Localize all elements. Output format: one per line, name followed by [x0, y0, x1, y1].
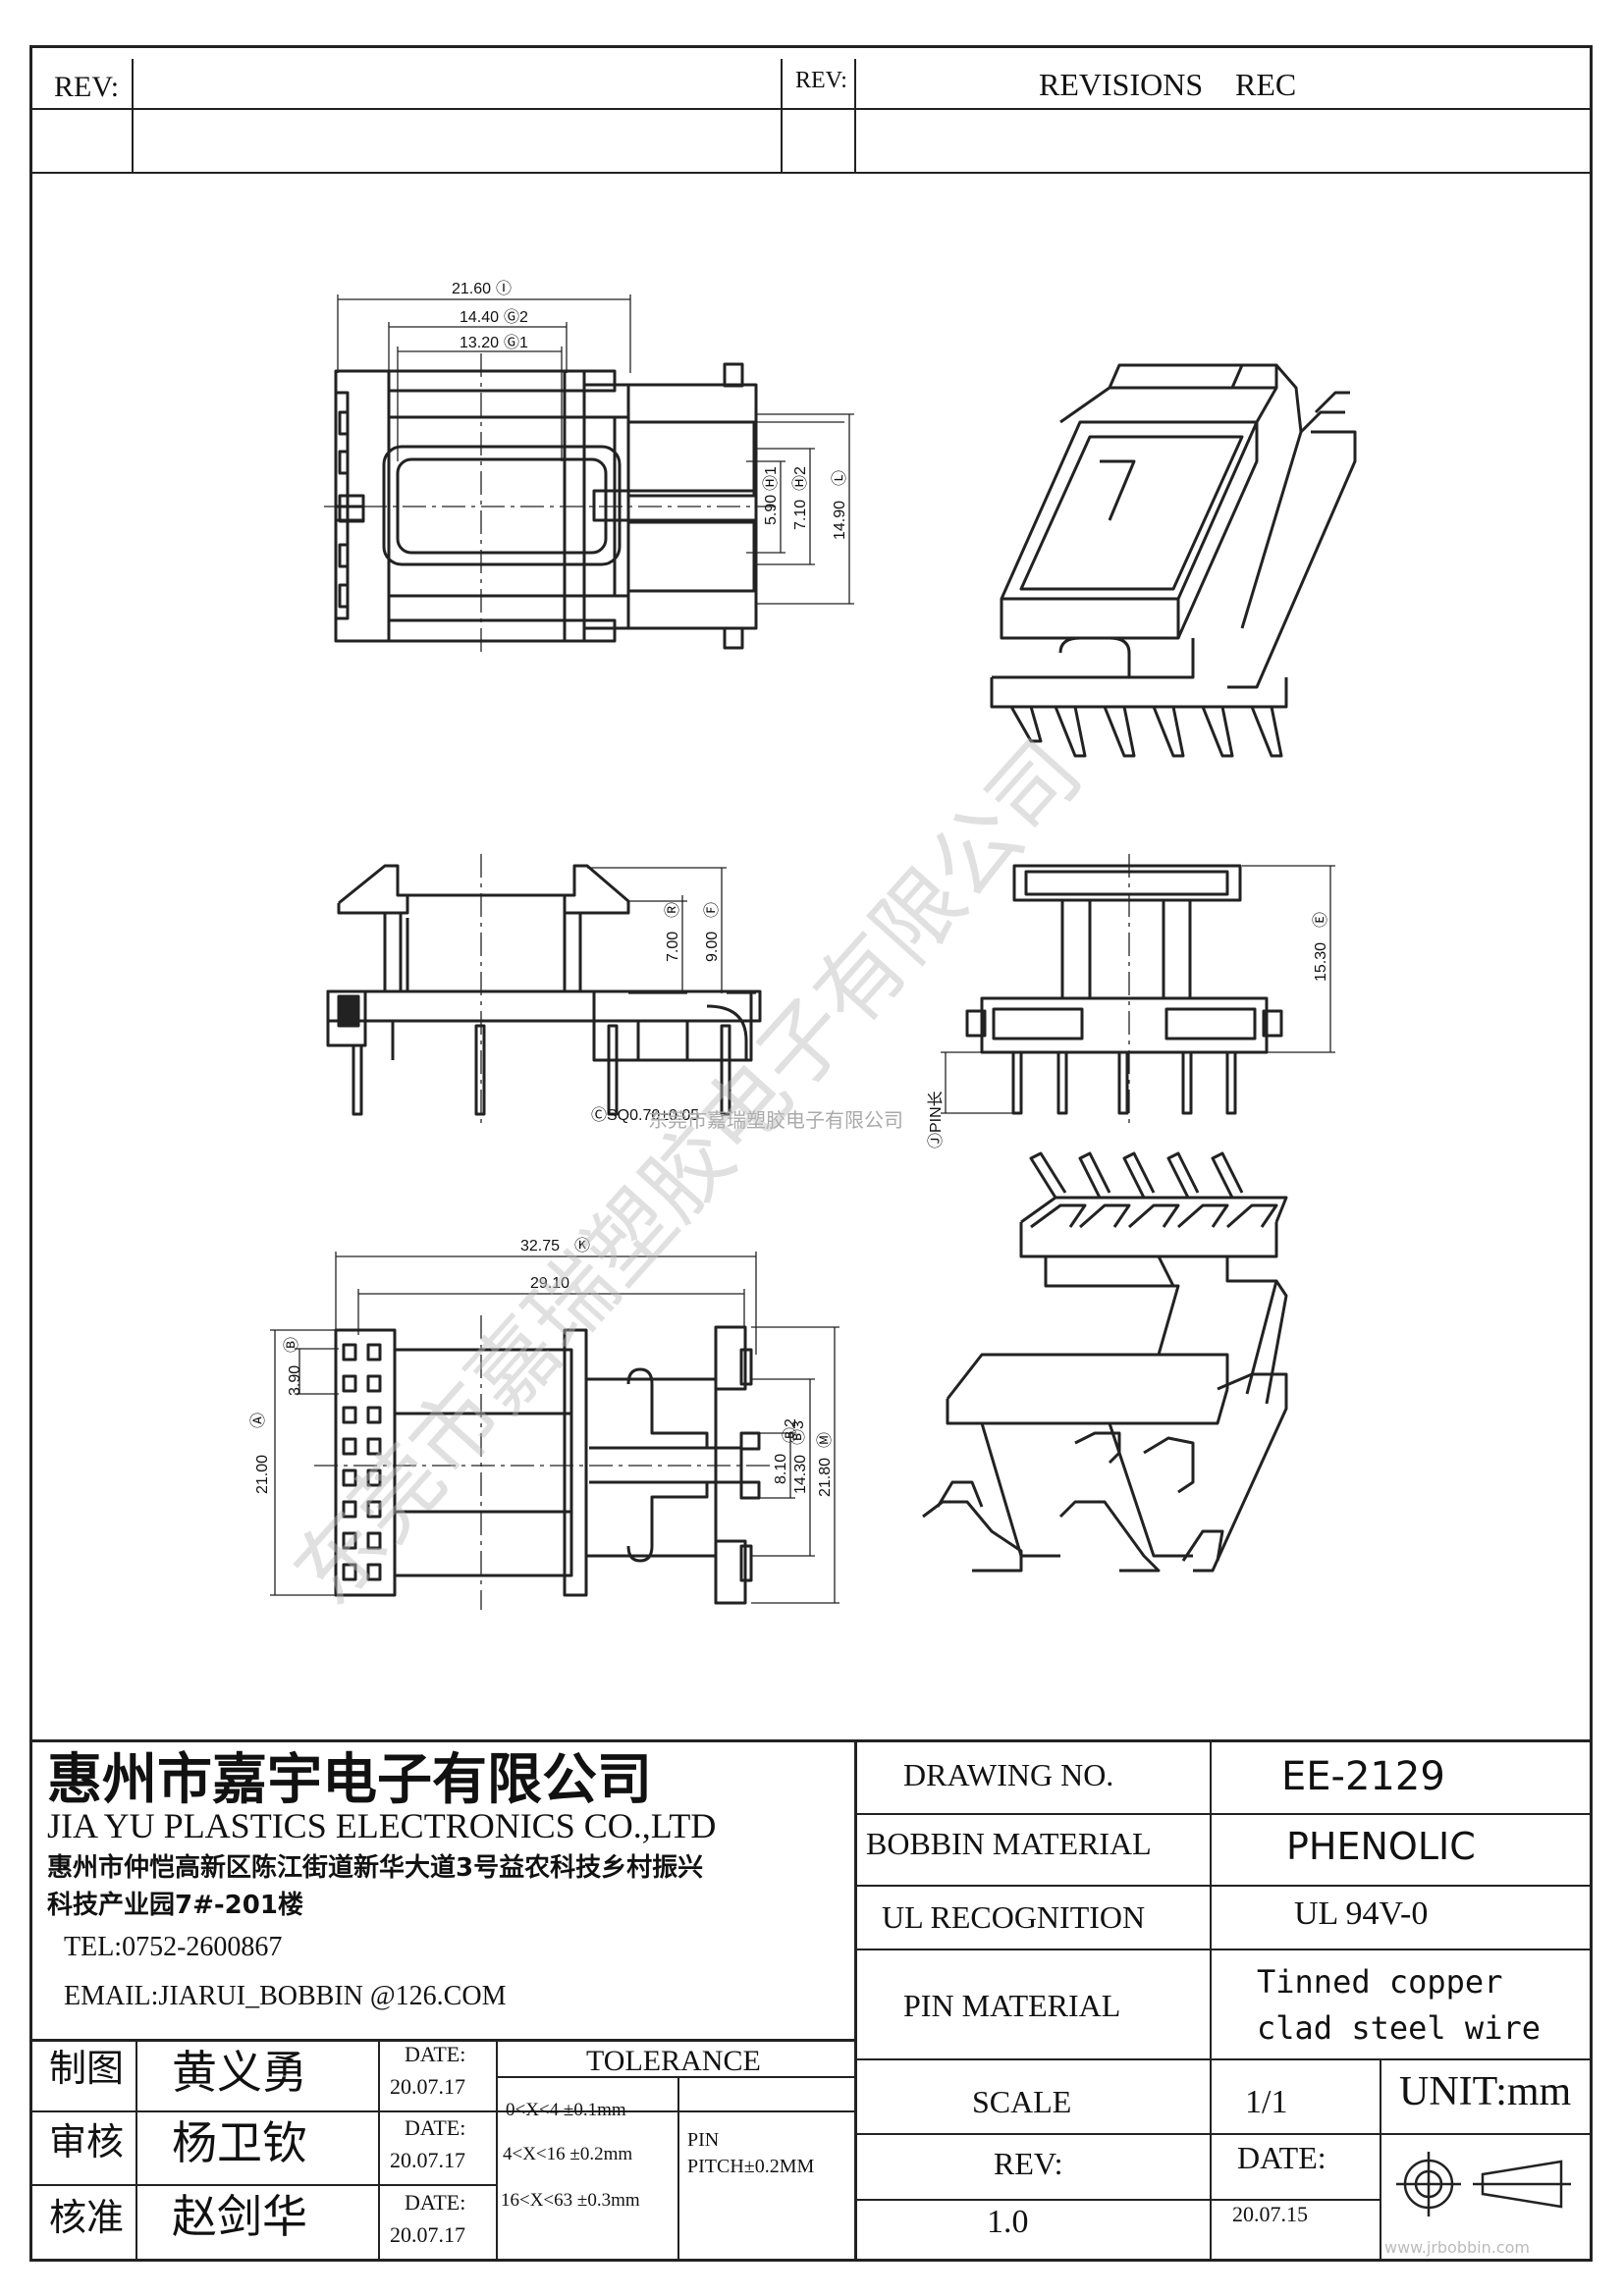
dim-h1-tag: Ⓑ2 — [782, 1418, 799, 1443]
sign-role-1: 制图 — [49, 2047, 125, 2090]
pin-material-value-1: Tinned copper — [1257, 1963, 1503, 2001]
company-name-en: JIA YU PLASTICS ELECTRONICS CO.,LTD — [47, 1806, 717, 1845]
pin-material-label: PIN MATERIAL — [903, 1988, 1121, 2023]
front-view — [326, 864, 762, 1116]
top-view — [334, 362, 844, 650]
dim-h-total-tag: Ⓛ — [831, 470, 848, 486]
bobbin-material-label: BOBBIN MATERIAL — [866, 1826, 1152, 1861]
dim-h3: 21.80 — [817, 1458, 834, 1497]
dim-h-total: 14.90 — [832, 501, 848, 540]
sign-date-label-2: DATE: — [405, 2115, 466, 2140]
dim-pin-spec: ⒸSQ0.70±0.05 — [591, 1106, 699, 1124]
sign-name-3: 赵剑华 — [172, 2190, 307, 2243]
dim-w-mid-tag: Ⓖ2 — [504, 308, 528, 326]
dim-h1: 8.10 — [773, 1454, 789, 1484]
watermark-inline: 东莞市嘉瑞塑胶电子有限公司 — [648, 1108, 903, 1132]
bobbin-material-value: PHENOLIC — [1286, 1825, 1476, 1868]
tolerance-row-3: 16<X<63 ±0.3mm — [501, 2190, 640, 2211]
front-view-dims — [480, 854, 756, 1124]
sign-role-3: 核准 — [49, 2196, 125, 2239]
sign-date-1: 20.07.17 — [390, 2074, 465, 2099]
sign-date-3: 20.07.17 — [390, 2222, 465, 2247]
dim-h2-tag: Ⓑ3 — [789, 1420, 807, 1445]
dim-height-tag: Ⓔ — [1312, 912, 1329, 928]
ul-recognition-label: UL RECOGNITION — [882, 1899, 1146, 1935]
dim-row: 21.00 — [254, 1455, 271, 1494]
side-view-dims — [941, 854, 1335, 1124]
address-line-1: 惠州市仲恺高新区陈江街道新华大道3号益农科技乡村振兴 — [47, 1853, 704, 1883]
pin-pitch-value: PITCH±0.2MM — [687, 2156, 815, 2177]
dim-side-a-tag: Ⓡ — [664, 902, 681, 918]
unit-label: UNIT:mm — [1399, 2069, 1572, 2114]
sign-role-2: 审核 — [49, 2120, 125, 2163]
scale-label: SCALE — [972, 2084, 1072, 2119]
company-email: EMAIL:JIARUI_BOBBIN @126.COM — [64, 1981, 507, 2011]
dim-h-inner-tag: Ⓗ1 — [762, 466, 780, 491]
technical-drawing: 21.60 Ⓘ 14.40 Ⓖ2 13.20 Ⓖ1 5.90 Ⓗ1 7.10 Ⓗ… — [249, 280, 1357, 1624]
bottom-view — [334, 1325, 761, 1605]
dim-l-total: 32.75 — [520, 1238, 560, 1255]
ul-recognition-value: UL 94V-0 — [1294, 1896, 1429, 1932]
date-label: DATE: — [1237, 2140, 1326, 2175]
dim-l-total-tag: Ⓚ — [574, 1237, 590, 1255]
revisions-label: REVISIONS — [1039, 67, 1204, 102]
sign-date-label-3: DATE: — [405, 2190, 466, 2215]
tolerance-row-1: 0<X<4 ±0.1mm — [506, 2100, 626, 2120]
drawing-no-value: EE-2129 — [1281, 1754, 1445, 1799]
drawing-no-label: DRAWING NO. — [903, 1757, 1114, 1792]
rev-value: 1.0 — [987, 2204, 1029, 2240]
projection-symbol — [1396, 2152, 1571, 2216]
bottom-view-dims — [270, 1252, 839, 1610]
tolerance-label: TOLERANCE — [586, 2045, 761, 2077]
dim-row-tag: Ⓐ — [249, 1413, 267, 1428]
dim-l-inner: 29.10 — [530, 1275, 569, 1292]
dim-side-b: 9.00 — [704, 932, 721, 962]
watermark-url: www.jrbobbin.com — [1384, 2238, 1530, 2257]
rev-label-right: REV: — [795, 68, 847, 93]
scale-value: 1/1 — [1245, 2084, 1288, 2120]
sign-date-2: 20.07.17 — [390, 2148, 465, 2172]
dim-h3-tag: Ⓜ — [816, 1432, 834, 1448]
sign-name-1: 黄义勇 — [172, 2046, 307, 2099]
company-name-cn: 惠州市嘉宇电子有限公司 — [47, 1747, 652, 1812]
tolerance-row-2: 4<X<16 ±0.2mm — [503, 2144, 633, 2164]
dim-side-b-tag: Ⓕ — [703, 902, 721, 918]
dim-w-inner-tag: Ⓖ1 — [504, 334, 528, 351]
drawing-frame — [29, 45, 1593, 2262]
dim-w-mid: 14.40 — [460, 309, 499, 326]
dim-w-total: 21.60 — [452, 281, 491, 297]
dim-side-a: 7.00 — [665, 932, 681, 962]
rec-label: REC — [1235, 67, 1297, 102]
side-view — [965, 864, 1283, 1115]
pin-material-value-2: clad steel wire — [1257, 2009, 1541, 2047]
date-value: 20.07.15 — [1232, 2202, 1308, 2226]
pin-pitch-label: PIN — [687, 2129, 720, 2151]
dim-height: 15.30 — [1313, 942, 1329, 982]
isometric-view-top — [990, 363, 1357, 758]
isometric-view-bottom — [922, 1151, 1288, 1573]
watermark-diagonal: 东莞市嘉瑞塑胶电子有限公司 — [274, 721, 1101, 1624]
rev-label-left: REV: — [54, 71, 120, 103]
address-line-2: 科技产业园7#-201楼 — [47, 1891, 303, 1920]
dim-pin-len: ⒿPIN长 — [927, 1091, 945, 1148]
dim-h2: 14.30 — [792, 1455, 809, 1494]
dim-pitch-tag: Ⓑ — [283, 1337, 300, 1353]
dim-h-mid: 7.10 — [792, 500, 809, 530]
dim-h-inner: 5.90 — [763, 495, 780, 525]
dim-w-inner: 13.20 — [460, 335, 499, 351]
dim-h-mid-tag: Ⓗ2 — [791, 466, 809, 491]
sign-date-label-1: DATE: — [405, 2042, 466, 2066]
sign-name-2: 杨卫钦 — [172, 2116, 307, 2169]
dim-w-total-tag: Ⓘ — [496, 280, 512, 297]
top-view-dims — [324, 294, 854, 658]
company-tel: TEL:0752-2600867 — [64, 1932, 283, 1962]
rev-label: REV: — [994, 2146, 1063, 2181]
dim-pitch: 3.90 — [287, 1365, 303, 1396]
